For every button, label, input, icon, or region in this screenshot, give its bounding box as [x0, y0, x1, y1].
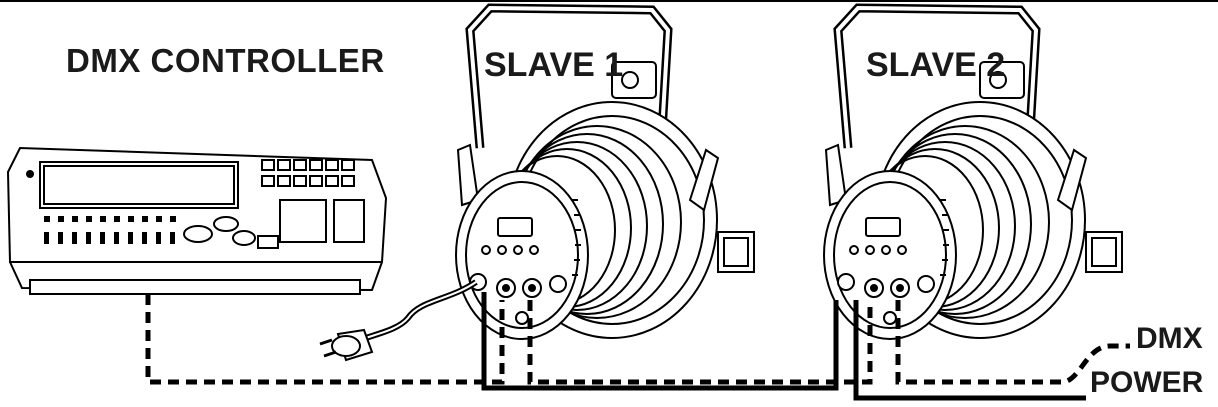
dmx-controller-label: DMX CONTROLLER [66, 42, 385, 80]
slave-1-label: SLAVE 1 [484, 46, 623, 85]
dmx-cable-label: DMX [1136, 322, 1203, 356]
power-cable-label: POWER [1090, 366, 1203, 400]
slave-2-label: SLAVE 2 [866, 46, 1005, 85]
dmx-controller-console [8, 148, 386, 294]
